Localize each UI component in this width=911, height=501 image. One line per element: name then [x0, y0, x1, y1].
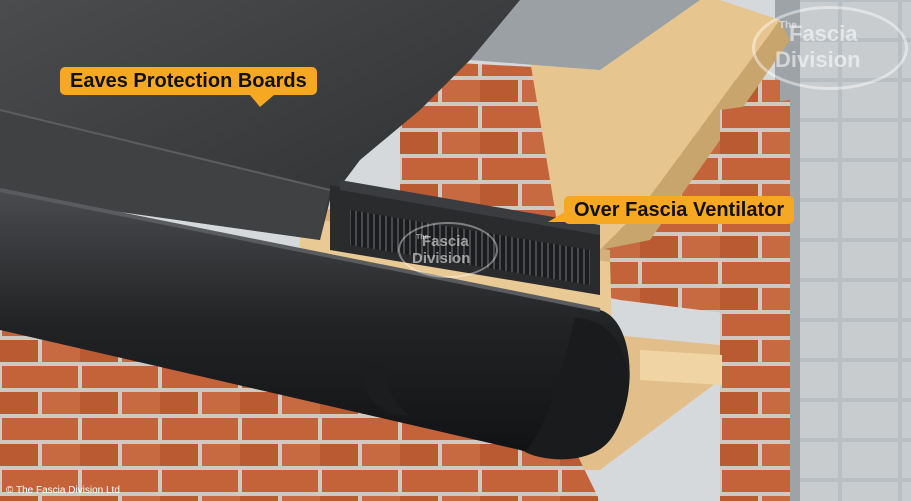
copyright-notice: © The Fascia Division Ltd — [6, 485, 120, 496]
membrane-fold — [0, 110, 330, 240]
front-brick-wall — [0, 320, 600, 501]
watermark-the: The — [779, 20, 797, 31]
blockwork-wall — [790, 0, 911, 501]
ventilator-top — [340, 180, 600, 235]
soffit-edge — [640, 350, 722, 385]
brick-pier — [720, 100, 790, 501]
watermark-logo: The Fascia Division — [752, 6, 908, 90]
gutter-bracket — [360, 360, 410, 415]
membrane-crease — [0, 109, 331, 191]
watermark-center-line2: Division — [412, 250, 471, 267]
rafter-shadow — [600, 20, 790, 250]
watermark-logo-center: The Fascia Division — [398, 222, 498, 278]
over-fascia-ventilator-label: Over Fascia Ventilator — [547, 196, 795, 224]
gutter-end-cap — [525, 318, 628, 460]
watermark-line2: Division — [775, 47, 861, 72]
gutter — [0, 190, 630, 459]
watermark-line1: Fascia — [789, 21, 858, 46]
watermark-center-line1: Fascia — [422, 233, 469, 250]
watermark-center-the: The — [416, 234, 429, 241]
gutter-rim — [0, 188, 601, 312]
eaves-protection-boards-label: Eaves Protection Boards — [60, 67, 317, 107]
